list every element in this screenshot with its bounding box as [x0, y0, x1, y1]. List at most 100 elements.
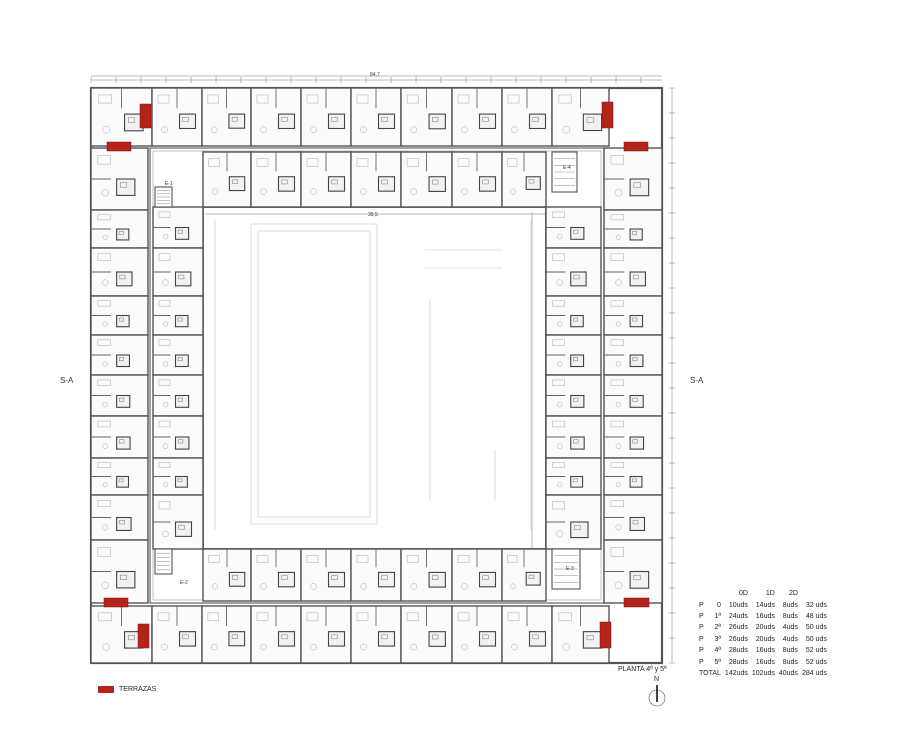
- table-header-row: 0D 1D 2D: [697, 588, 829, 599]
- apartment-unit: [501, 151, 547, 208]
- apartment-unit: [603, 295, 663, 336]
- apartment-unit: [152, 457, 204, 496]
- apartment-units: [90, 87, 663, 664]
- apartment-unit: [300, 87, 352, 147]
- apartment-unit: [90, 539, 149, 604]
- floor-label: PLANTA 4ª y 5ª: [618, 666, 667, 673]
- apartment-unit: [451, 548, 503, 602]
- apartment-unit: [90, 457, 149, 496]
- apartment-unit: [202, 548, 252, 602]
- apartment-unit: [300, 605, 352, 664]
- header-0d: 0D: [738, 590, 748, 598]
- apartment-unit: [90, 374, 149, 417]
- section-label-right: S-A: [690, 376, 704, 385]
- terrace: [103, 597, 129, 608]
- apartment-unit: [400, 87, 453, 147]
- apartment-unit: [152, 334, 204, 376]
- terrace-swatch: [98, 686, 114, 693]
- apartment-unit: [350, 548, 402, 602]
- apartment-unit: [545, 206, 602, 249]
- apartment-unit: [90, 147, 149, 211]
- apartment-unit: [250, 87, 302, 147]
- apartment-unit: [603, 247, 663, 297]
- courtyard-wall: [202, 206, 547, 550]
- apartment-unit: [545, 415, 602, 459]
- apartment-unit: [551, 87, 610, 147]
- legend-label: TERRAZAS: [119, 686, 157, 693]
- apartment-unit: [545, 295, 602, 336]
- courtyard-field-inner: [257, 230, 371, 518]
- terrace: [106, 141, 132, 152]
- north-arrow-icon: N: [648, 676, 666, 708]
- header-2d: 2D: [788, 590, 798, 598]
- apartment-unit: [300, 151, 352, 208]
- apartment-unit: [545, 247, 602, 297]
- apartment-unit: [603, 209, 663, 249]
- terraces: [103, 101, 650, 649]
- stair-core: [551, 151, 578, 193]
- terrace: [137, 623, 150, 649]
- apartment-unit: [545, 334, 602, 376]
- apartment-unit: [152, 494, 204, 550]
- apartment-unit: [201, 605, 252, 664]
- apartment-unit: [501, 548, 547, 602]
- dimension-lines: [90, 75, 675, 664]
- apartment-unit: [501, 605, 553, 664]
- apartment-unit: [603, 457, 663, 496]
- apartment-unit: [152, 247, 204, 297]
- terrace: [601, 101, 614, 129]
- apartment-unit: [603, 147, 663, 211]
- apartment-unit: [603, 494, 663, 541]
- apartment-unit: [300, 548, 352, 602]
- courtyard: [214, 220, 532, 530]
- apartment-unit: [90, 247, 149, 297]
- apartment-unit: [202, 151, 252, 208]
- terrace: [139, 103, 152, 129]
- apartment-unit: [501, 87, 553, 147]
- apartment-unit: [90, 209, 149, 249]
- apartment-unit: [451, 151, 503, 208]
- apartment-unit: [350, 151, 402, 208]
- terrace: [623, 141, 649, 152]
- apartment-unit: [603, 539, 663, 604]
- apartment-unit: [603, 415, 663, 459]
- apartment-unit: [90, 494, 149, 541]
- stair-label-e3: E-3: [566, 566, 574, 572]
- apartment-unit: [151, 87, 203, 147]
- courtyard-dimension: 39,5: [368, 212, 378, 218]
- apartment-unit: [250, 548, 302, 602]
- apartment-unit: [551, 605, 610, 664]
- apartment-unit: [201, 87, 252, 147]
- apartment-unit: [603, 374, 663, 417]
- apartment-unit: [350, 87, 402, 147]
- apartment-unit: [152, 415, 204, 459]
- terrace: [623, 597, 650, 608]
- terrace: [599, 621, 612, 649]
- apartment-unit: [151, 605, 203, 664]
- apartment-unit: [152, 295, 204, 336]
- apartment-unit: [400, 605, 453, 664]
- section-label-left: S-A: [60, 376, 74, 385]
- apartment-unit: [90, 415, 149, 459]
- apartment-unit: [603, 334, 663, 376]
- apartment-unit: [451, 605, 503, 664]
- stair-label-e1: E-1: [165, 181, 173, 187]
- apartment-unit: [451, 87, 503, 147]
- apartment-unit: [250, 151, 302, 208]
- apartment-unit: [152, 374, 204, 417]
- apartment-unit: [90, 295, 149, 336]
- overall-dimension: 84,7: [370, 72, 380, 78]
- apartment-unit: [250, 605, 302, 664]
- apartment-unit: [350, 605, 402, 664]
- apartment-unit: [400, 151, 453, 208]
- stair-label-e2: E-2: [180, 580, 188, 586]
